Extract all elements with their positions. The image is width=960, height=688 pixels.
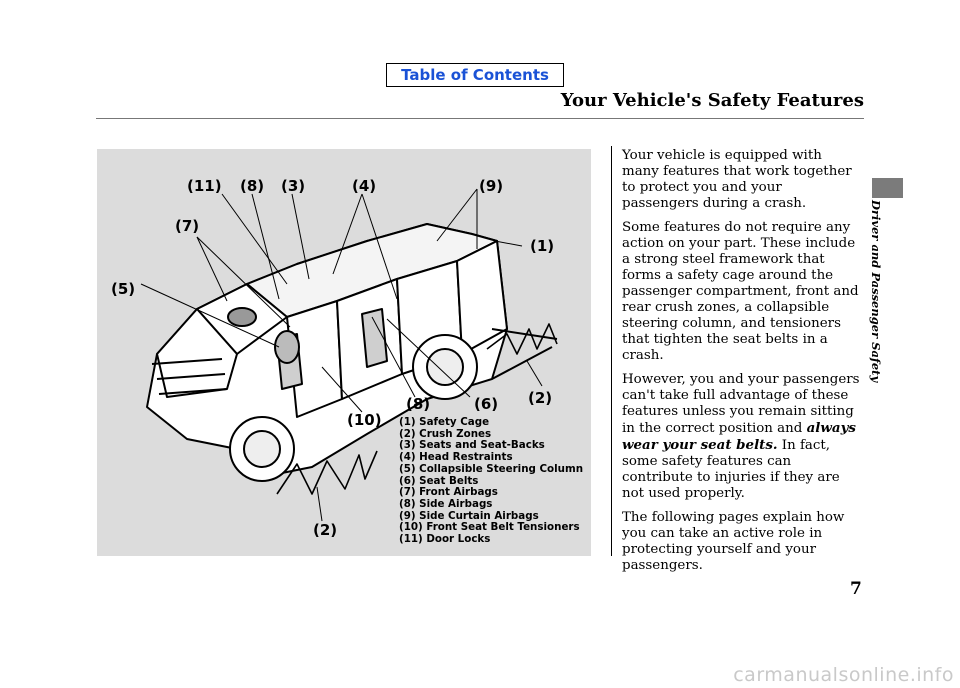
legend-item: (7) Front Airbags: [399, 486, 498, 499]
legend-item: (2) Crush Zones: [399, 427, 492, 440]
legend-item: (11) Door Locks: [399, 533, 491, 546]
paragraph: Some features do not require any action …: [622, 220, 859, 363]
section-tab-marker: [872, 178, 903, 198]
column-divider: [611, 146, 612, 556]
watermark: carmanualsonline.info: [733, 664, 954, 686]
legend-item: (4) Head Restraints: [399, 451, 513, 464]
figure-legend: (1) Safety Cage (2) Crush Zones (3) Seat…: [399, 416, 584, 546]
callout-10: (10): [347, 411, 382, 429]
section-side-label: Driver and Passenger Safety: [869, 200, 883, 383]
callout-2-bottom: (2): [313, 521, 338, 539]
callout-3: (3): [281, 177, 306, 195]
callout-8-bottom: (8): [406, 395, 431, 413]
callout-2-right: (2): [528, 389, 553, 407]
emphasis-text: always wear your seat belts.: [622, 420, 856, 453]
vehicle-cutaway-drawing: [140, 188, 558, 522]
legend-item: (5) Collapsible Steering Column: [399, 462, 584, 475]
paragraph: Your vehicle is equipped with many featu…: [622, 148, 852, 211]
legend-item: (9) Side Curtain Airbags: [399, 509, 539, 522]
callout-4: (4): [352, 177, 377, 195]
page-title: Your Vehicle's Safety Features: [560, 90, 864, 111]
legend-item: (1) Safety Cage: [399, 416, 490, 428]
header-divider: [96, 118, 864, 119]
safety-features-illustration: (11) (8) (3) (4) (9) (7) (1) (5) (8) (6)…: [97, 149, 591, 556]
legend-item: (3) Seats and Seat-Backs: [399, 439, 545, 452]
table-of-contents-button[interactable]: Table of Contents: [386, 63, 564, 87]
legend-item: (8) Side Airbags: [399, 497, 493, 510]
callout-11: (11): [187, 177, 222, 195]
callout-1: (1): [530, 237, 555, 255]
callout-7: (7): [175, 217, 200, 235]
callout-6: (6): [474, 395, 499, 413]
body-text: Your vehicle is equipped with many featu…: [622, 148, 862, 582]
paragraph: However, you and your passengers can't t…: [622, 372, 860, 501]
callout-5: (5): [111, 280, 136, 298]
page-number: 7: [850, 579, 862, 599]
callout-8-top: (8): [240, 177, 265, 195]
legend-item: (10) Front Seat Belt Tensioners: [399, 521, 580, 534]
callout-9: (9): [479, 177, 504, 195]
paragraph: The following pages explain how you can …: [622, 510, 845, 573]
legend-item: (6) Seat Belts: [399, 474, 479, 487]
